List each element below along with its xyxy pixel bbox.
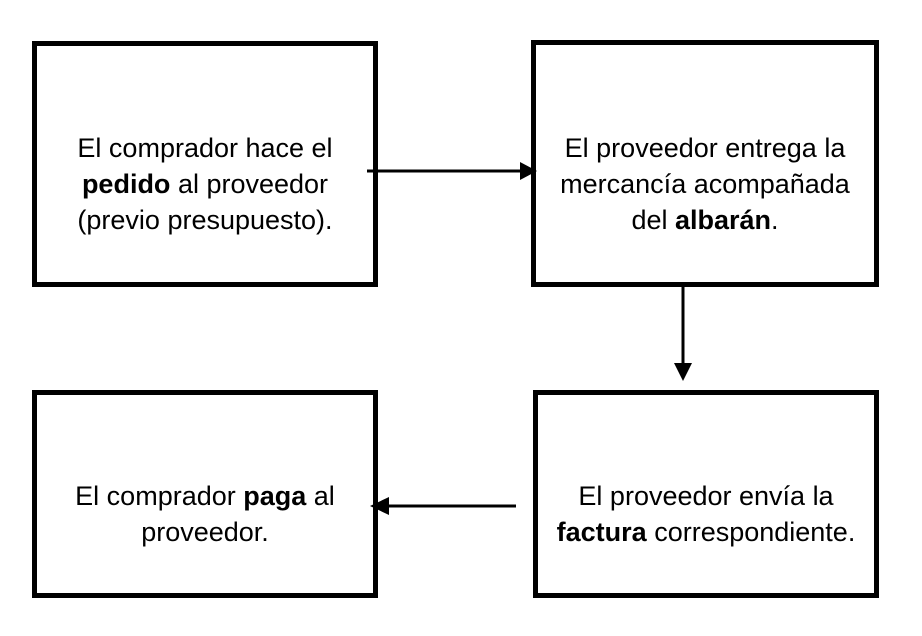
flow-box-albaran-text: El proveedor entrega la mercancía acompañ…: [550, 130, 860, 238]
text-line: El comprador hace el: [50, 130, 360, 166]
arrow-down-head-icon: [674, 363, 692, 381]
text-line: El proveedor entrega la: [550, 130, 860, 166]
flow-box-albaran: El proveedor entrega la mercancía acompañ…: [531, 40, 879, 287]
arrow-factura-to-paga: [370, 497, 516, 515]
text-segment: El proveedor entrega la: [564, 132, 846, 163]
text-line: pedido al proveedor: [50, 166, 360, 202]
text-segment: El proveedor envía la: [578, 481, 834, 511]
text-segment: al: [306, 481, 335, 511]
text-segment-bold: albarán: [674, 204, 772, 235]
text-segment: mercancía acompañada: [560, 168, 850, 199]
text-line: El comprador paga al: [50, 478, 360, 514]
text-line: del albarán.: [550, 202, 860, 238]
text-segment: del: [631, 204, 675, 235]
text-line: (previo presupuesto).: [50, 202, 360, 238]
text-segment-bold: factura: [556, 517, 647, 547]
arrow-albaran-to-factura: [674, 287, 692, 381]
text-segment: (previo presupuesto).: [77, 205, 333, 235]
text-line: mercancía acompañada: [550, 166, 860, 202]
text-line: El proveedor envía la: [551, 478, 861, 514]
arrow-pedido-to-albaran: [367, 162, 537, 180]
text-segment: .: [771, 204, 779, 235]
text-segment: El comprador: [75, 481, 244, 511]
text-segment: correspondiente.: [646, 517, 856, 547]
text-line: factura correspondiente.: [551, 514, 861, 550]
text-segment: El comprador hace el: [77, 133, 333, 163]
text-segment-bold: pedido: [81, 169, 171, 199]
text-segment: al proveedor: [170, 169, 329, 199]
text-segment-bold: paga: [243, 481, 307, 511]
text-segment: proveedor.: [141, 517, 269, 547]
text-line: proveedor.: [50, 514, 360, 550]
